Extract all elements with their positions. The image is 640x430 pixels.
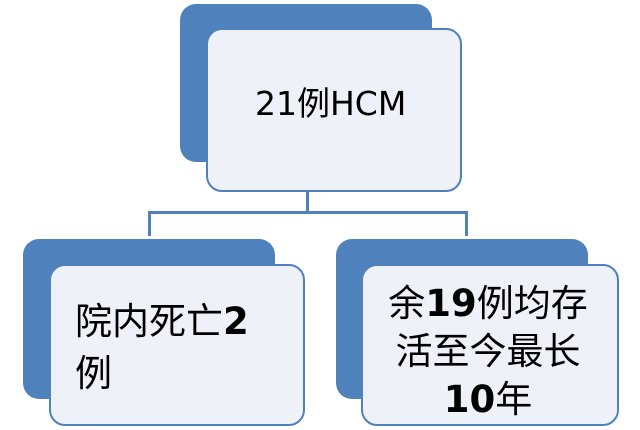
left-node-number: 2 xyxy=(223,300,249,343)
right-node-text-3: 年 xyxy=(495,378,533,421)
right-node-text-2: 活至今最长 xyxy=(395,330,581,373)
connector-horizontal xyxy=(150,211,466,214)
top-node-label: 21例HCM xyxy=(255,84,407,123)
left-node-box xyxy=(49,264,305,426)
connector-left-drop xyxy=(148,211,151,236)
right-node-text-1a: 余 xyxy=(388,282,426,325)
left-node-label: 院内死亡2 例 xyxy=(75,296,249,400)
right-node-box xyxy=(361,264,619,426)
right-node-text-1b: 例均存 xyxy=(476,282,588,325)
left-node-text-2: 例 xyxy=(75,352,112,395)
right-node-label: 余19例均存 活至今最长 10年 xyxy=(377,280,599,424)
right-node-number-1: 19 xyxy=(425,282,477,325)
connector-vertical-top xyxy=(306,190,309,213)
connector-right-drop xyxy=(465,211,468,236)
right-node-number-2: 10 xyxy=(443,378,496,421)
left-node-text-1: 院内死亡 xyxy=(75,300,223,343)
top-node-box xyxy=(206,28,462,192)
